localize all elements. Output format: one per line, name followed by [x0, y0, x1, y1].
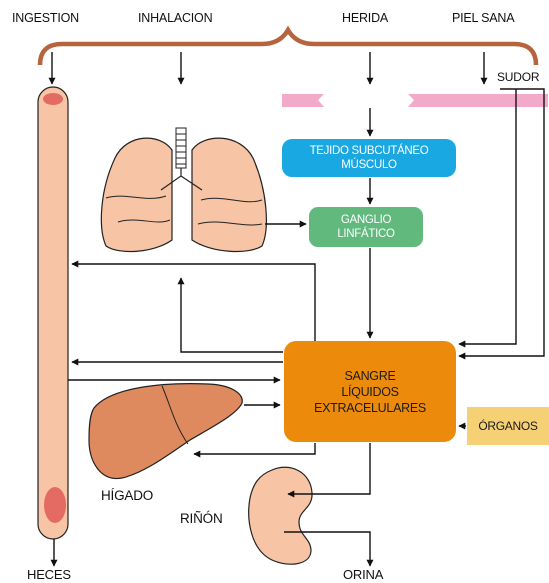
label-herida: HERIDA — [342, 11, 388, 25]
box-ganglio-line1: GANGLIO — [337, 213, 394, 227]
box-sangre-line2: LÍQUIDOS — [314, 384, 426, 400]
box-tejido-line1: TEJIDO SUBCUTÁNEO — [310, 144, 429, 158]
box-organos: ÓRGANOS — [467, 407, 549, 445]
label-sudor: SUDOR — [497, 70, 539, 84]
label-heces: HECES — [27, 567, 71, 582]
skin-barrier-left — [282, 94, 324, 107]
label-higado: HÍGADO — [101, 488, 153, 503]
label-inhalacion: INHALACION — [138, 11, 212, 25]
liver-icon — [89, 384, 242, 479]
label-orina: ORINA — [343, 567, 383, 582]
label-ingestion: INGESTION — [12, 11, 79, 25]
intestine-exit-mark — [44, 487, 66, 523]
box-ganglio-linfatico: GANGLIO LINFÁTICO — [309, 207, 423, 247]
box-sangre-line3: EXTRACELULARES — [314, 400, 426, 416]
box-sangre-line1: SANGRE — [314, 368, 426, 384]
label-piel-sana: PIEL SANA — [452, 11, 514, 25]
top-brace — [40, 30, 536, 65]
intestine-entry-mark — [43, 93, 63, 105]
box-ganglio-line2: LINFÁTICO — [337, 227, 394, 241]
box-tejido-subcutaneo: TEJIDO SUBCUTÁNEO MÚSCULO — [282, 139, 456, 177]
intestine-tube — [38, 87, 68, 539]
label-rinon: RIÑÓN — [180, 511, 223, 526]
skin-barrier-right — [408, 94, 548, 107]
box-organos-label: ÓRGANOS — [478, 419, 537, 433]
box-sangre-liquidos: SANGRE LÍQUIDOS EXTRACELULARES — [284, 341, 456, 442]
lungs-icon — [101, 128, 266, 252]
kidney-icon — [249, 467, 312, 564]
box-tejido-line2: MÚSCULO — [310, 158, 429, 172]
